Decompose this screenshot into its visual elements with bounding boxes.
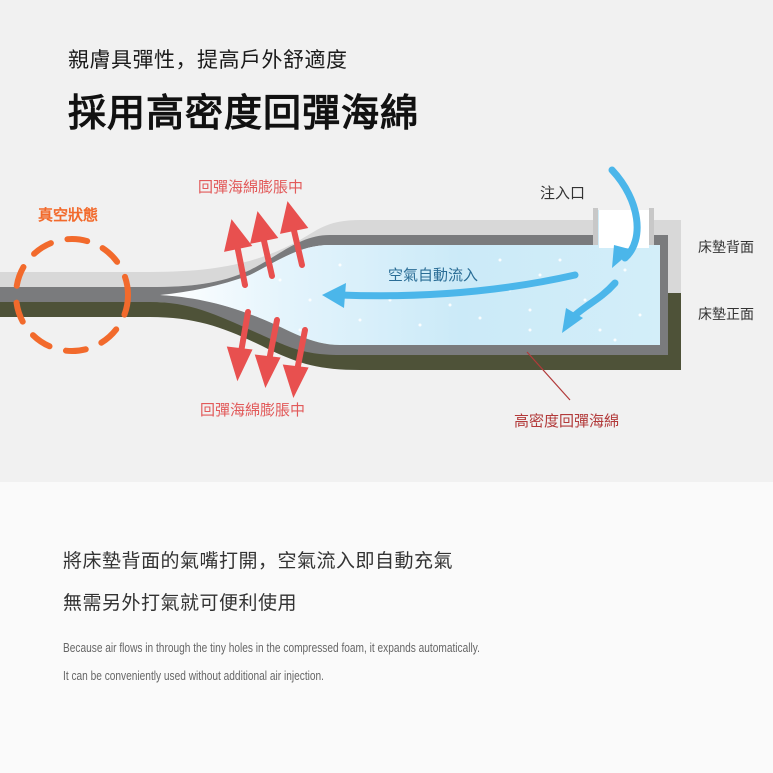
foam-pores bbox=[278, 258, 642, 342]
inlet-label: 注入口 bbox=[540, 184, 586, 202]
expanding-label-bottom: 回彈海綿膨脹中 bbox=[200, 401, 306, 419]
air-inflow-arrowhead-icon bbox=[322, 283, 346, 308]
foam-pointer-line bbox=[526, 351, 571, 401]
air-interior bbox=[160, 210, 660, 345]
expand-up-arrows bbox=[224, 201, 309, 288]
foam-core-layer bbox=[0, 235, 668, 355]
high-density-foam-label: 高密度回彈海綿 bbox=[514, 412, 620, 430]
mattress-back-label: 床墊背面 bbox=[698, 240, 754, 256]
corner-arrowhead-icon bbox=[562, 308, 583, 333]
vacuum-state-label: 真空狀態 bbox=[38, 206, 99, 224]
subtitle: 親膚具彈性，提高戶外舒適度 bbox=[68, 48, 348, 72]
mattress-back-layer bbox=[0, 210, 681, 295]
foam-expansion-diagram bbox=[0, 166, 681, 401]
inlet-arrowhead-icon bbox=[612, 245, 633, 268]
description-line-2: 無需另外打氣就可便利使用 bbox=[63, 592, 298, 614]
page-title: 採用高密度回彈海綿 bbox=[68, 91, 420, 135]
air-inflow-arrow-icon bbox=[336, 271, 579, 300]
expand-down-arrows bbox=[226, 309, 309, 398]
expanding-label-top: 回彈海綿膨脹中 bbox=[198, 178, 304, 196]
inlet-opening bbox=[599, 210, 649, 248]
air-inflow-label: 空氣自動流入 bbox=[388, 266, 479, 284]
mattress-front-label: 床墊正面 bbox=[698, 307, 754, 323]
vacuum-circle bbox=[13, 236, 131, 354]
english-description-line-2: It can be conveniently used without addi… bbox=[63, 668, 324, 683]
english-description-line-1: Because air flows in through the tiny ho… bbox=[63, 640, 480, 655]
description-section bbox=[0, 482, 773, 773]
description-line-1: 將床墊背面的氣嘴打開，空氣流入即自動充氣 bbox=[63, 550, 454, 572]
